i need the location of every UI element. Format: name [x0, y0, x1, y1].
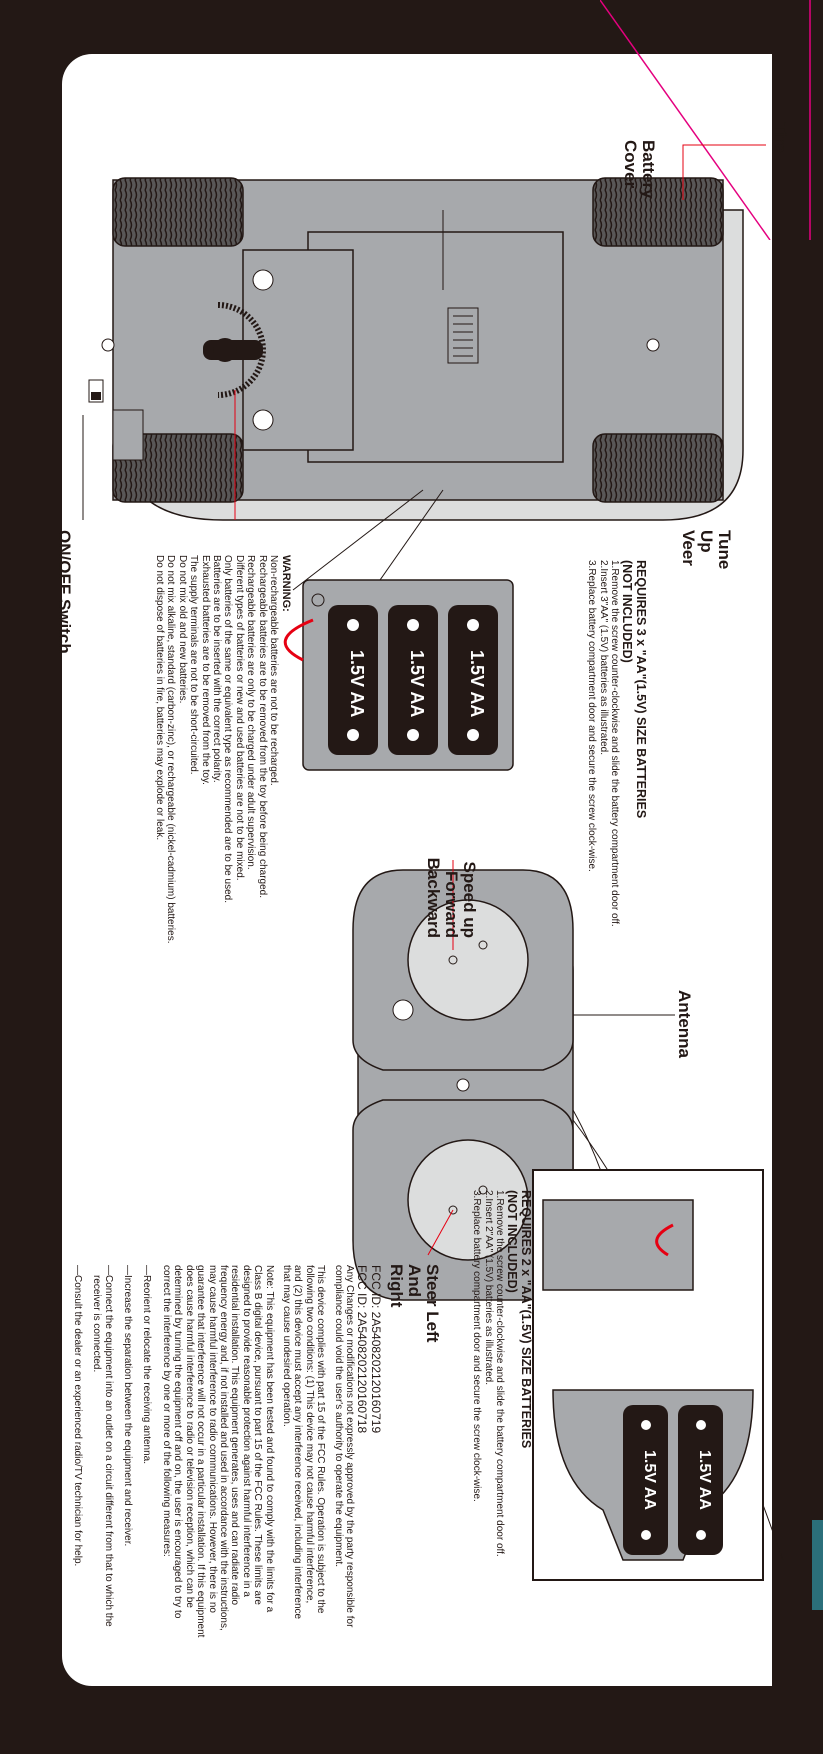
- fcc-measure: receiver is connected.: [91, 1275, 103, 1373]
- car-illustration: [88, 177, 744, 521]
- fcc-part15-line: and (2) this device must accept any inte…: [292, 1265, 304, 1620]
- label-speed-up: Speed up Forward Backward: [424, 857, 479, 938]
- car-battery-2: [388, 605, 438, 755]
- car-battery-step-1: 1.Remove the screw counter-clockwise and…: [609, 560, 620, 927]
- fcc-measure: —Reorient or relocate the receiving ante…: [141, 1265, 153, 1465]
- warning-item: Do not mix old and new batteries.: [176, 555, 188, 704]
- remote-cell-label-2: 1.5V AA: [641, 1450, 658, 1510]
- label-battery-cover: Battery Cover: [621, 140, 658, 199]
- warning-title: WARNING:: [280, 555, 292, 612]
- left-stick-joystick: [407, 899, 529, 1021]
- fcc-compliance-line: Any Changes or modifications not express…: [344, 1265, 355, 1628]
- tire-front-left: [592, 177, 724, 247]
- tire-leader-line: [682, 144, 766, 200]
- right-stick-joystick: [407, 1139, 529, 1261]
- label-tune-up-veer: Tune Up Veer: [679, 530, 734, 570]
- car-battery-title: REQUIRES 3 x "AA"(1.5V) SIZE BATTERIES: [634, 560, 648, 819]
- car-cell-label-1: 1.5V AA: [467, 650, 487, 718]
- fcc-note-line: does cause harmful interference to radio…: [183, 1265, 195, 1608]
- fcc-part15-line: This device complies with part 15 of the…: [315, 1265, 327, 1614]
- remote-battery-step-2: 2.Insert 2"AA" (1.5V) batteries as illus…: [482, 1190, 494, 1385]
- remote-battery-step-1: 1.Remove the screw counter-clockwise and…: [494, 1190, 505, 1557]
- tune-up-dial: [203, 302, 266, 398]
- label-antenna: Antenna: [675, 990, 694, 1058]
- warning-item: Rechargeable batteries are only to be ch…: [245, 555, 257, 870]
- fcc-note-line: determined by turning the equipment off …: [172, 1265, 184, 1619]
- fcc-note-line: may cause harmful interference to radio …: [206, 1265, 218, 1613]
- remote-controller: [352, 869, 784, 1561]
- tire-rear-right: [112, 433, 244, 503]
- fcc-block: FCC ID: 2A5408202120160719 FCC ID: 2A540…: [71, 1265, 383, 1637]
- warning-item: The supply terminals are not to be short…: [188, 555, 200, 775]
- warning-item: Different types of batteries or new and …: [233, 555, 245, 881]
- fcc-part15-line: following two conditions: (1) This devic…: [303, 1265, 315, 1604]
- remote-battery-panel: [532, 1169, 764, 1581]
- fcc-note-line: residential installation. This equipment…: [229, 1265, 241, 1606]
- remote-battery-title: REQUIRES 2 x "AA"(1.5V) SIZE BATTERIES: [519, 1190, 533, 1449]
- rotate-arrow-icon: [655, 1223, 674, 1257]
- rotate-arrow-icon: [283, 618, 314, 662]
- fcc-note-line: correct the interference by one or more …: [160, 1265, 172, 1557]
- car-cell-label-3: 1.5V AA: [347, 650, 367, 718]
- car-battery-step-2: 2.Insert 3"AA" (1.5V) batteries as illus…: [597, 560, 609, 755]
- remote-battery-2: [623, 1405, 668, 1555]
- fcc-measure: —Consult the dealer or an experienced ra…: [71, 1265, 83, 1567]
- warning-item: Exhausted batteries are to be removed fr…: [199, 555, 211, 785]
- car-battery-instructions: REQUIRES 3 x "AA"(1.5V) SIZE BATTERIES (…: [586, 560, 648, 927]
- car-battery-subtitle: (NOT INCLUDED): [620, 560, 634, 663]
- label-steer: Steer Left And Right: [387, 1264, 442, 1343]
- car-battery-step-3: 3.Replace battery compartment door and s…: [586, 560, 598, 872]
- car-cell-label-2: 1.5V AA: [407, 650, 427, 718]
- remote-battery-1: [678, 1405, 723, 1555]
- decorative-teal-bar: [812, 1520, 823, 1610]
- tire-rear-left: [112, 177, 244, 247]
- fcc-part15-line: that may cause undesired operation.: [280, 1265, 292, 1427]
- car-battery-pack: [283, 489, 514, 771]
- remote-cell-label-1: 1.5V AA: [696, 1450, 713, 1510]
- warning-block: WARNING: Non-rechargeable batteries are …: [154, 555, 293, 944]
- fcc-note-line: Note: This equipment has been tested and…: [263, 1265, 275, 1613]
- warning-item: Only batteries of the same or equivalent…: [222, 555, 234, 903]
- warning-item: Rechargeable batteries are to be removed…: [256, 555, 268, 898]
- remote-battery-subtitle: (NOT INCLUDED): [505, 1190, 519, 1293]
- decorative-pink-lines: [600, 0, 811, 240]
- label-tire: Tire: [771, 122, 790, 153]
- warning-item: Batteries are to be inserted with the co…: [210, 555, 222, 783]
- fcc-id-2: FCC ID: 2A5408202120160718: [355, 1265, 369, 1434]
- remote-battery-step-3: 3.Replace battery compartment door and s…: [471, 1190, 483, 1502]
- warning-item: Do not dispose of batteries in fire, bat…: [153, 555, 165, 841]
- steer-leader-line: [427, 1209, 454, 1256]
- fcc-compliance-line: compliance could void the user's authori…: [332, 1265, 344, 1568]
- fcc-note-line: designed to provide reasonable protectio…: [240, 1265, 252, 1597]
- fcc-note-line: frequency energy and, if not installed a…: [217, 1265, 229, 1631]
- tire-front-right: [592, 433, 724, 503]
- warning-item: Non-rechargeable batteries are not to be…: [268, 555, 279, 786]
- fcc-measure: —Increase the separation between the equ…: [122, 1265, 134, 1547]
- fcc-note-line: guarantee that interference will not occ…: [195, 1265, 207, 1638]
- label-on-off-switch: ON/OFF Switch: [55, 530, 74, 654]
- fcc-id-1: FCC ID: 2A5408202120160719: [369, 1265, 383, 1434]
- car-battery-3: [328, 605, 378, 755]
- fcc-measure: —Connect the equipment into an outlet on…: [102, 1265, 114, 1627]
- remote-battery-instructions: REQUIRES 2 x "AA"(1.5V) SIZE BATTERIES (…: [471, 1190, 533, 1557]
- car-battery-1: [448, 605, 498, 755]
- warning-item: Do not mix alkaline, standard (carbon-zi…: [165, 555, 177, 944]
- fcc-note-line: Class B digital device, pursuant to part…: [252, 1265, 264, 1605]
